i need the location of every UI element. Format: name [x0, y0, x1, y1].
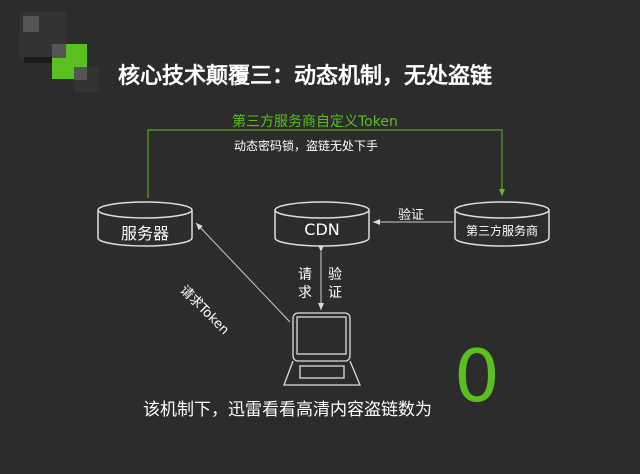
cdn-cylinder [274, 201, 370, 247]
verify-label-2: 验证 [328, 267, 342, 301]
third-party-cylinder [454, 201, 550, 247]
dynamic-lock-label: 动态密码锁，盗链无处下手 [234, 139, 379, 153]
server-cylinder [97, 201, 193, 247]
token-flow-line [147, 129, 505, 198]
page-title: 核心技术颠覆三：动态机制，无处盗链 [118, 64, 493, 89]
token-label: 第三方服务商自定义Token [232, 114, 398, 130]
token-request-arrow [195, 222, 291, 323]
verify-label: 验证 [398, 208, 425, 223]
logo-icon [19, 12, 99, 92]
conclusion-text: 该机制下，迅雷看看高清内容盗链数为 [143, 400, 432, 420]
laptop-icon [283, 312, 361, 386]
request-label: 请求 [298, 267, 312, 301]
server-label: 服务器 [120, 224, 169, 243]
cdn-label: CDN [304, 220, 340, 239]
conclusion-value: 0 [454, 334, 500, 418]
third-party-label: 第三方服务商 [465, 224, 538, 238]
